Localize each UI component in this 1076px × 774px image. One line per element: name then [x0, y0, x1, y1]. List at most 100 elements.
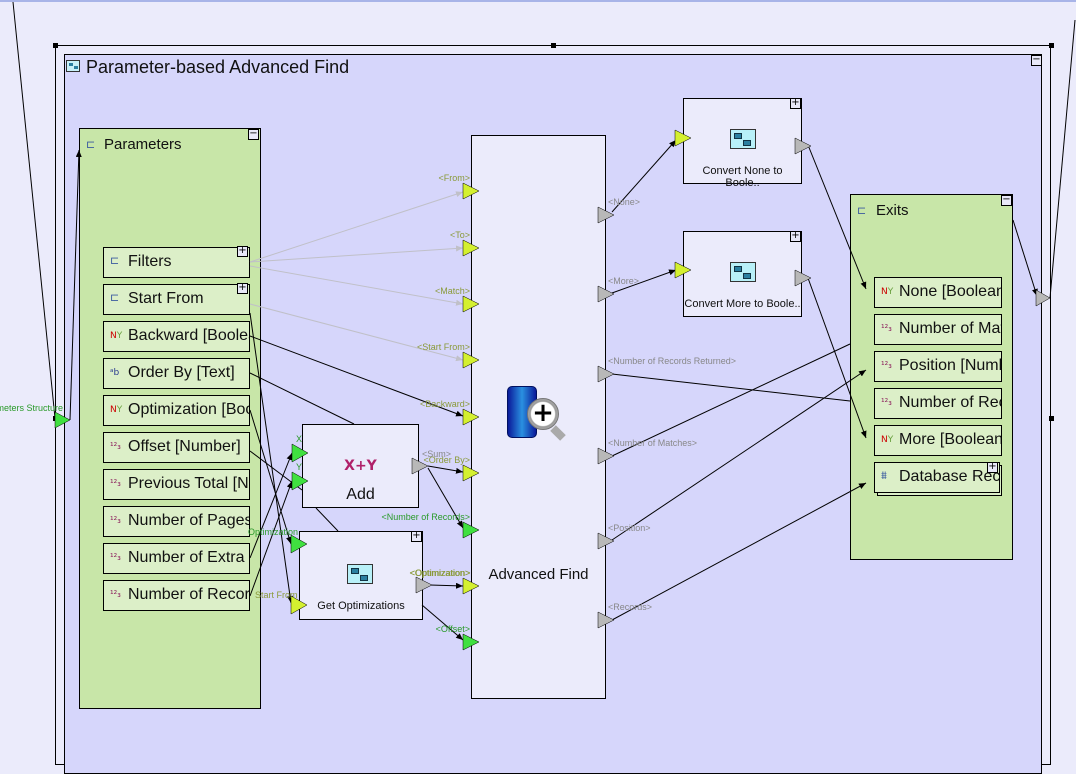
convert-none-node[interactable]: Convert None to Boole.. [683, 98, 802, 189]
field-label: Start From [128, 290, 204, 307]
wire-filters-from [249, 191, 464, 263]
canvas-collapse-button[interactable]: − [1031, 54, 1042, 66]
port-match [462, 295, 480, 313]
resize-handle-top-left[interactable] [53, 43, 58, 48]
port-label-position: <Position> [608, 523, 651, 533]
add-formula-icon: X+Y [344, 458, 377, 474]
parameters-collapse-button[interactable]: − [248, 128, 259, 140]
wire-number-of-extra-x [249, 452, 293, 559]
wire-convert-more-out [807, 277, 867, 439]
field-label: None [Boolean] [899, 283, 1002, 300]
port-label-match: <Match> [434, 286, 470, 296]
exit-field-position[interactable]: ¹²₃ Position [Number] [874, 351, 1002, 382]
port-label-get-opt-output: <Optimization> [410, 568, 471, 578]
external-wire-left [12, 1, 56, 419]
resize-handle-middle-right[interactable] [1049, 416, 1054, 421]
port-label-sum: <Sum> [422, 449, 452, 459]
port-label-to: <To> [449, 230, 470, 240]
resize-handle-top-right[interactable] [1049, 43, 1054, 48]
subdiagram-icon [730, 262, 756, 282]
port-add-x [291, 443, 309, 463]
port-backward [462, 408, 480, 426]
field-label: Filters [128, 253, 172, 270]
param-field-optimization[interactable]: NY Optimization [Boolean] [103, 395, 250, 426]
port-order-by [462, 464, 480, 482]
start-from-expand-button[interactable]: + [237, 282, 248, 294]
convert-none-label: Convert None to Boole.. [702, 165, 783, 189]
wire-filters-match [249, 265, 464, 306]
boolean-icon: NY [881, 287, 894, 297]
port-convert-more-out [794, 269, 812, 287]
port-number-of-records [462, 521, 480, 539]
port-label-add-y: Y [296, 462, 303, 472]
exit-field-database-records[interactable]: ⩩ Database Records [874, 462, 1000, 493]
get-optimizations-node[interactable]: Get Optimizations [299, 531, 423, 620]
database-records-expand-button[interactable]: + [987, 461, 998, 473]
wire-exits-out [1012, 219, 1038, 297]
exit-field-number-of-records-returned[interactable]: ¹²₃ Number of Records Returned [Number] [874, 388, 1002, 419]
port-label-number-of-records: <Number of Records> [381, 512, 470, 522]
field-label: Optimization [Boolean] [128, 401, 249, 418]
field-label: Number of Pages [Number] [128, 512, 250, 529]
boolean-icon: NY [110, 405, 123, 415]
convert-more-node[interactable]: Convert More to Boole.. [683, 231, 802, 317]
port-label-none: <None> [608, 197, 641, 207]
convert-none-expand-button[interactable]: + [790, 97, 801, 109]
port-offset [462, 633, 480, 651]
param-field-filters[interactable]: ⊏ Filters [103, 247, 250, 278]
port-get-opt-output [415, 576, 433, 594]
port-label-parameters-structure: Parameters Structure [0, 403, 63, 413]
wire-order-by [249, 372, 355, 425]
port-start-from [462, 351, 480, 369]
port-label-optimization: <Optimization> [409, 568, 470, 578]
resize-handle-top-middle[interactable] [551, 43, 556, 48]
wire-sum-number-of-records [427, 467, 464, 529]
port-label-start-from: <Start From> [416, 342, 470, 352]
number-icon: ¹²₃ [110, 553, 121, 563]
field-label: Previous Total [Number] [128, 475, 249, 492]
param-field-number-of-extra[interactable]: ¹²₃ Number of Extra [Number] [103, 543, 250, 574]
get-optimizations-expand-button[interactable]: + [411, 530, 422, 542]
param-field-offset[interactable]: ¹²₃ Offset [Number] [103, 432, 250, 463]
exit-field-number-of-matches[interactable]: ¹²₃ Number of Matches [Number] [874, 314, 1002, 345]
param-field-start-from[interactable]: ⊏ Start From [103, 284, 250, 315]
param-field-backward[interactable]: NY Backward [Boolean] [103, 321, 250, 352]
wire-start-from-get-opt [249, 312, 293, 604]
wire-optimization [249, 409, 292, 545]
wire-start-from-start-from [249, 303, 464, 362]
number-icon: ¹²₃ [110, 479, 121, 489]
exit-field-more[interactable]: NY More [Boolean] [874, 425, 1002, 456]
param-field-order-by[interactable]: ᵃb Order By [Text] [103, 358, 250, 389]
subdiagram-icon [347, 564, 373, 584]
port-none [597, 206, 615, 224]
boolean-icon: NY [881, 435, 894, 445]
field-label: More [Boolean] [899, 431, 1002, 448]
structure-icon: ⊏ [86, 138, 96, 151]
convert-more-expand-button[interactable]: + [790, 230, 801, 242]
port-convert-more-in [674, 261, 692, 279]
param-field-number-of-pages[interactable]: ¹²₃ Number of Pages [Number] [103, 506, 250, 537]
port-add-y [291, 471, 309, 491]
param-field-previous-total[interactable]: ¹²₃ Previous Total [Number] [103, 469, 250, 500]
exits-panel-title: Exits [876, 202, 909, 219]
param-field-number-of-records[interactable]: ¹²₃ Number of Records [Number] [103, 580, 250, 611]
wire-number-of-records-returned [611, 373, 851, 402]
exits-collapse-button[interactable]: − [1001, 194, 1012, 206]
subdiagram-icon [730, 129, 756, 149]
port-label-add-x: X [296, 434, 303, 444]
external-wire-right [1049, 19, 1076, 299]
field-label: Number of Records [Number] [128, 586, 250, 603]
filters-expand-button[interactable]: + [237, 245, 248, 257]
port-label-more: <More> [608, 276, 640, 286]
magnifier-icon: + [527, 398, 559, 430]
port-optimization [462, 577, 480, 595]
boolean-icon: NY [110, 331, 123, 341]
wire-number-of-records-y [249, 480, 293, 597]
field-label: Offset [Number] [128, 438, 241, 455]
exit-field-none[interactable]: NY None [Boolean] [874, 277, 1002, 308]
wire-number-of-matches [611, 343, 851, 457]
advanced-find-node[interactable]: + Advanced Find [471, 135, 606, 699]
wire-sum-order-by [427, 465, 464, 474]
wire-add-to-get-opt [315, 507, 339, 532]
number-icon: ¹²₃ [881, 398, 892, 408]
